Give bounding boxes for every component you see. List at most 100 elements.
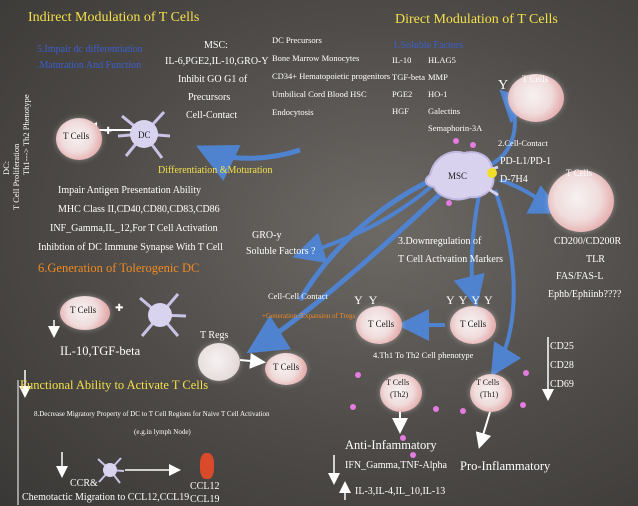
dc-th-phenotype: Th1---> Th2 Phenotype (21, 94, 31, 175)
dc-cell-bottom (95, 455, 125, 490)
th2-cell (380, 374, 422, 412)
precursor-2: Bone Marrow Monocytes (272, 53, 360, 63)
downreg-line-1: 3.Downregulation of (398, 236, 482, 247)
anti-inflammatory: Anti-Infammatory (345, 438, 437, 452)
factor-right-2: MMP (428, 72, 448, 82)
precursor-1: DC Precursors (272, 35, 322, 45)
cytokine-dot (400, 435, 406, 441)
tolerogenic-heading: 6.Generation of Tolerogenic DC (38, 261, 200, 275)
regulated-receptors-icon: YY (354, 293, 384, 307)
msc-line-2: Inhibit GO G1 of (178, 74, 248, 85)
t-cell-middle-label: T Cells (70, 305, 97, 315)
factor-left-2: TGF-beta (392, 72, 426, 82)
t-cell-treg-label: T Cells (273, 362, 300, 372)
svg-text:MSC: MSC (448, 171, 467, 181)
impair-item-2: MHC Class II,CD40,CD80,CD83,CD86 (58, 204, 220, 215)
synapse-block-icon-2: ✚ (115, 303, 124, 314)
tregs-label: T Regs (200, 330, 229, 341)
cytokine-dot (520, 402, 526, 408)
factor-right-4: Galectins (428, 106, 461, 116)
factor-right-1: HLAG5 (428, 55, 456, 65)
soluble-factors-heading: 1.Soluble Factors (393, 40, 463, 51)
direct-title: Direct Modulation of T Cells (395, 12, 558, 27)
differentiation-label: Differentiation &Moturation (158, 165, 273, 176)
ccl19-label: CCL19 (190, 494, 220, 505)
receptor-1: CD200/CD200R (554, 236, 622, 247)
t-cell-activated-label: T Cells (460, 319, 487, 329)
precursor-4: Umbilical Cord Blood HSC (272, 89, 367, 99)
precursor-5: Endocytosis (272, 107, 314, 117)
cytokine-dot (460, 408, 466, 414)
factor-dot (470, 142, 476, 148)
factor-dot (446, 200, 452, 206)
chemotactic-label: Chemotactic Migration to CCL12,CCL19 (22, 492, 190, 503)
synapse-block-icon: ✚ (104, 126, 113, 137)
t-cell-regulated-label: T Cells (368, 319, 395, 329)
marker-cd28: CD28 (550, 360, 574, 371)
ccr-label: CCR& (70, 478, 98, 489)
lymph-node-icon (200, 453, 214, 479)
factor-left-3: PGE2 (392, 89, 413, 99)
th2-label: (Th2) (390, 390, 409, 399)
cytokine-dot (355, 372, 361, 378)
factor-left-1: IL-10 (392, 55, 412, 65)
th2-cell-t-label: T Cells (386, 378, 410, 387)
arrow-msc-to-tregs (246, 178, 457, 354)
factor-left-4: HGF (392, 106, 410, 116)
t-cell-middle (60, 296, 110, 330)
ifn-tnf: IFN_Gamma,TNF-Alpha (345, 460, 447, 471)
cell-contact-heading: 2.Cell-Contact (498, 138, 548, 148)
arrow-msc-to-indirect (297, 169, 451, 302)
t-cell-regulated (356, 306, 402, 344)
decrease-migration: 8.Decrease Migratory Property of DC to T… (34, 410, 270, 418)
lymph-note: (e.g.in lymph Node) (134, 428, 191, 436)
t-cell-right (548, 170, 614, 232)
pdl1-label: PD-L1/PD-1 (500, 156, 552, 167)
cytokine-dot (433, 406, 439, 412)
msc-cell: MSC (420, 145, 500, 210)
gro-label: GRO-y (252, 230, 282, 241)
pdl1-ligand-icon (487, 168, 497, 178)
th1-cell-t-label: T Cells (476, 378, 500, 387)
indirect-title: Indirect Modulation of T Cells (28, 10, 200, 25)
marker-cd25: CD25 (550, 341, 574, 352)
il-list: IL-3,IL-4,IL_10,IL-13 (355, 486, 446, 497)
arrow-th1-to-pro (475, 411, 492, 449)
treg-generation: +Generation /Expansion of Tregs (262, 312, 356, 320)
receptor-2: TLR (586, 254, 605, 265)
t-cell-treg-target (265, 353, 307, 385)
t-cell-top-right (508, 74, 564, 122)
soluble-factors-q: Soluble Factors ? (246, 246, 316, 257)
marker-cd69: CD69 (550, 379, 574, 390)
th1-th2-heading: 4.Th1 To Th2 Cell phenotype (373, 350, 474, 360)
ccl12-label: CCL12 (190, 481, 220, 492)
impair-item-4: Inhibtion of DC Immune Synapse With T Ce… (38, 242, 223, 253)
cell-cell-contact: Cell-Cell Contact (268, 291, 328, 301)
arrow-msc-to-precursors (195, 144, 301, 181)
msc-line-4: Cell-Contact (186, 110, 238, 121)
msc-line-3: Precursors (188, 92, 231, 103)
functional-ability: Functional Ability to Activate T Cells (20, 378, 209, 392)
d7h4-label: D-7H4 (500, 174, 528, 185)
treg-cell (198, 343, 240, 381)
msc-line-1: IL-6,PGE2,IL-10,GRO-Y (165, 56, 269, 67)
cytokine-dot (350, 404, 356, 410)
receptor-3: FAS/FAS-L (556, 271, 604, 282)
arrow-msc-to-th1 (490, 189, 522, 377)
impair-item-1: Impair Antigen Presentation Ability (58, 185, 202, 196)
dc-cell-middle (132, 290, 188, 345)
cytokine-dot (523, 370, 529, 376)
receptor-4: Ephb/Ephiinb???? (548, 289, 622, 300)
factor-dot (453, 138, 459, 144)
dc-cell-top: DC (114, 106, 174, 167)
receptor-icon: Y (498, 78, 509, 93)
factor-right-5: Semaphorin-3A (428, 123, 483, 133)
impair-item-3: INF_Gamma,IL_12,For T Cell Activation (50, 223, 218, 234)
precursor-3: CD34+ Hematopoietic progenitors (272, 71, 391, 81)
t-cell-label: T Cells (63, 131, 90, 141)
th1-cell (470, 374, 512, 412)
t-cell-activated (450, 306, 496, 344)
pro-inflammatory: Pro-Inflammatory (460, 459, 551, 473)
activation-receptors-icon: YYYY (446, 293, 497, 307)
